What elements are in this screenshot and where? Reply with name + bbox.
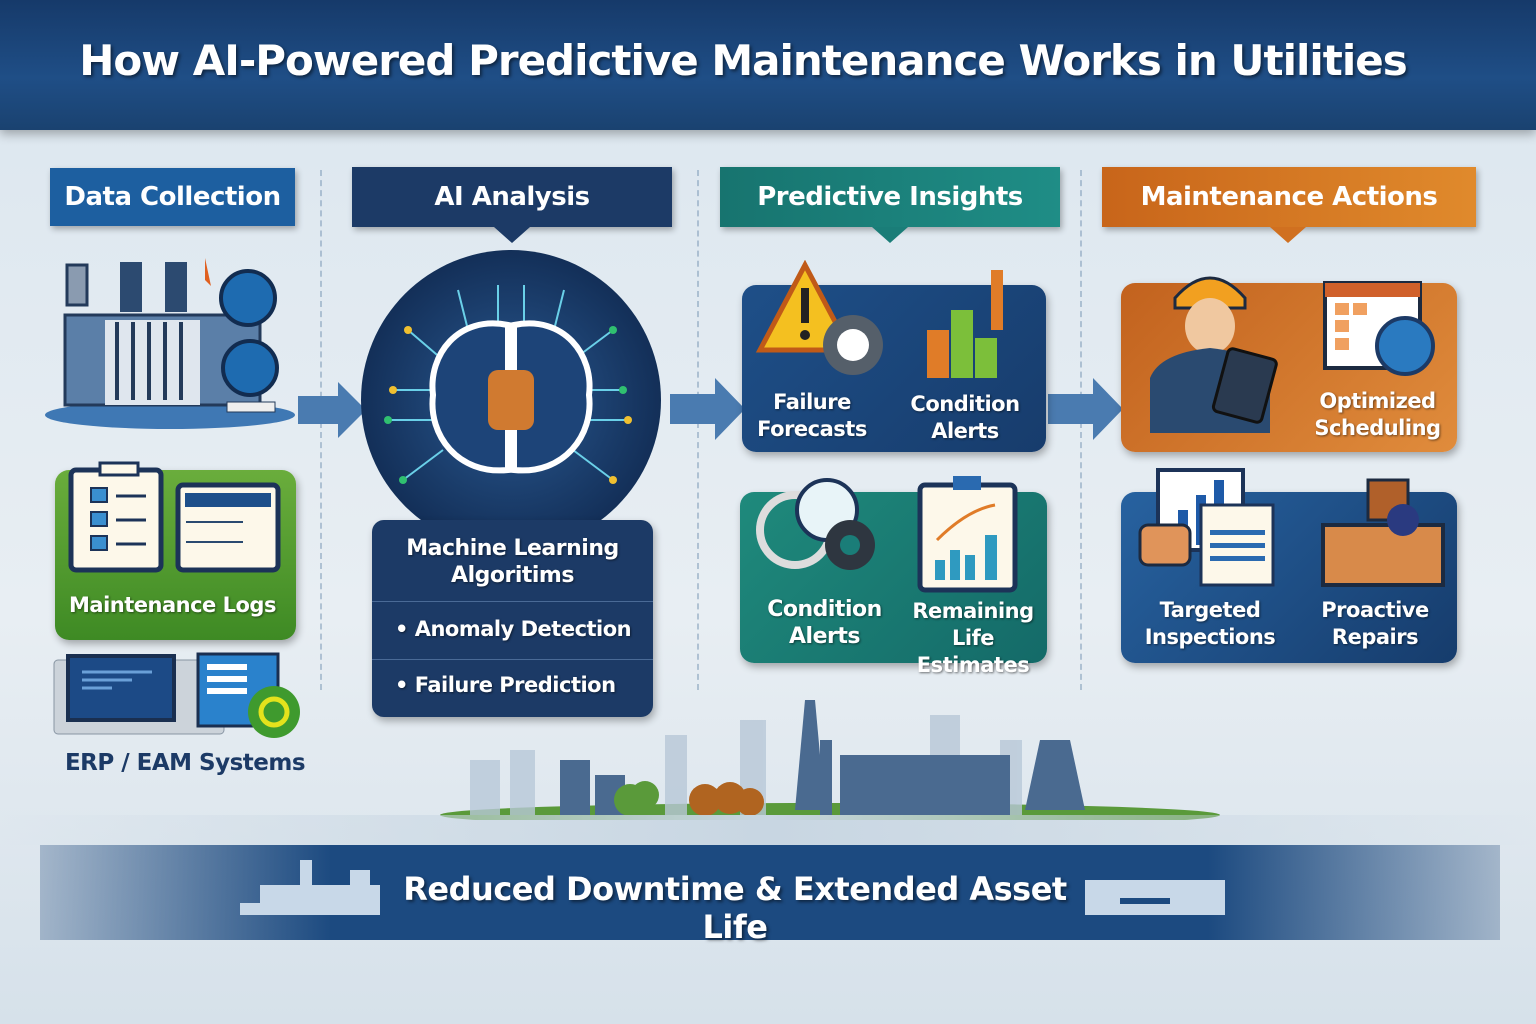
page-title: How AI-Powered Predictive Maintenance Wo…	[79, 36, 1407, 85]
checklist-icon	[68, 461, 281, 573]
bullet-failure-prediction: • Failure Prediction	[395, 673, 616, 697]
label-optimized-scheduling: Optimized Scheduling	[1314, 389, 1441, 440]
header-predictive-insights: Predictive Insights	[720, 167, 1060, 227]
column-divider	[697, 170, 699, 690]
divider	[372, 659, 653, 660]
worker-calendar-icon	[1150, 276, 1435, 433]
column-divider	[320, 170, 322, 690]
divider	[372, 601, 653, 602]
header-ai-analysis: AI Analysis	[352, 167, 672, 227]
flow-arrow-icon	[298, 382, 366, 438]
header-band	[0, 0, 1536, 130]
label-erp-eam-systems: ERP / EAM Systems	[64, 750, 306, 776]
flow-arrow-icon	[1048, 378, 1123, 440]
pointer-icon	[872, 227, 908, 243]
transformer-icon	[45, 258, 295, 429]
footer-outcome-text: Reduced Downtime & Extended Asset Life	[403, 870, 1067, 946]
ml-algorithms-box	[372, 520, 653, 717]
utility-skyline-illustration	[440, 700, 1220, 820]
gauge-clipboard-icon	[756, 476, 1018, 593]
building-icon	[1085, 880, 1225, 915]
bullet-anomaly-detection: • Anomaly Detection	[395, 617, 632, 641]
erp-computer-icon	[53, 652, 300, 738]
pointer-icon	[1270, 227, 1306, 243]
pointer-icon	[494, 227, 530, 243]
warning-gear-chart-icon	[755, 260, 1003, 378]
inspection-toolbox-icon	[1138, 468, 1445, 587]
label-condition-alerts: Condition Alerts	[910, 392, 1020, 443]
label-failure-forecasts: Failure Forecasts	[757, 390, 867, 441]
ml-box-title: Machine Learning Algoritims	[406, 536, 619, 588]
label-proactive-repairs: Proactive Repairs	[1321, 598, 1429, 649]
label-maintenance-logs: Maintenance Logs	[69, 593, 276, 617]
label-targeted-inspections: Targeted Inspections	[1144, 598, 1276, 649]
factory-icon	[240, 860, 380, 915]
header-data-collection: Data Collection	[50, 168, 295, 226]
column-divider	[1080, 170, 1082, 690]
flow-arrow-icon	[670, 378, 745, 440]
label-remaining-life-estimates: Remaining Life Estimates	[912, 599, 1034, 677]
label-condition-alerts-2: Condition Alerts	[767, 597, 882, 649]
ai-brain-icon	[361, 250, 661, 550]
ground-band	[0, 815, 1536, 845]
header-maintenance-actions: Maintenance Actions	[1102, 167, 1476, 227]
